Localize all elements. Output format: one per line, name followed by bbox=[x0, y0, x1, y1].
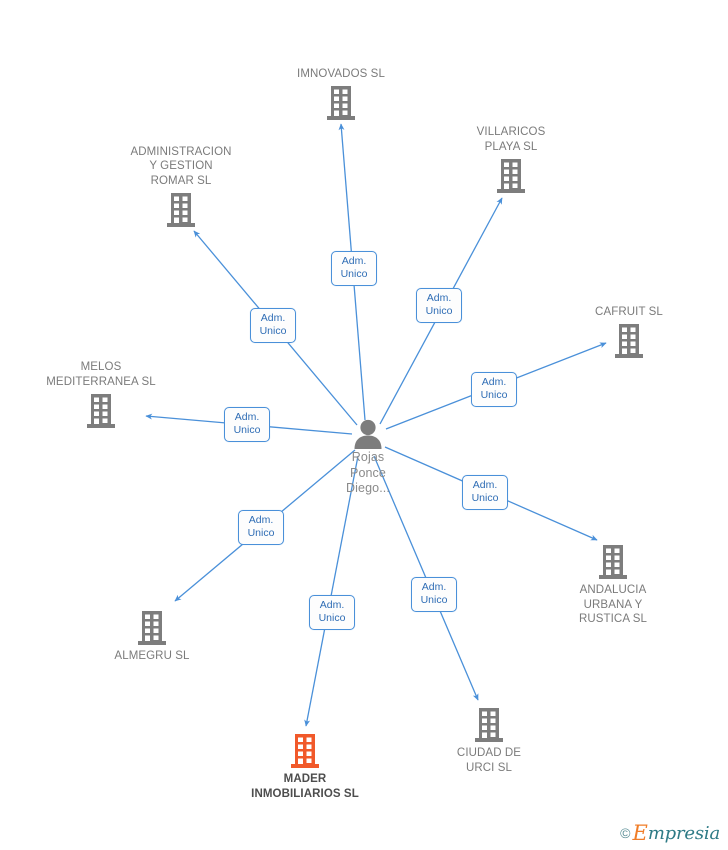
edge-label[interactable]: Adm.Unico bbox=[471, 372, 517, 407]
graph-node-cafruit-sl[interactable]: CAFRUIT SL bbox=[554, 305, 704, 360]
edge-label-line2: Unico bbox=[233, 424, 261, 436]
graph-node-villaricos-playa-sl[interactable]: VILLARICOS PLAYA SL bbox=[436, 125, 586, 194]
node-label: CAFRUIT SL bbox=[595, 305, 663, 318]
edge-label-line1: Adm. bbox=[260, 312, 286, 324]
node-label: MADER INMOBILIARIOS SL bbox=[251, 773, 359, 800]
edge-label[interactable]: Adm.Unico bbox=[411, 577, 457, 612]
edge-label[interactable]: Adm.Unico bbox=[462, 475, 508, 510]
graph-node-administracion-y-gestion-romar-sl[interactable]: ADMINISTRACION Y GESTION ROMAR SL bbox=[106, 145, 256, 229]
brand-initial: E bbox=[632, 821, 648, 845]
node-label: ADMINISTRACION Y GESTION ROMAR SL bbox=[130, 145, 232, 187]
node-label: MELOS MEDITERRANEA SL bbox=[46, 361, 156, 388]
building-icon[interactable] bbox=[77, 610, 227, 646]
edge-label-line1: Adm. bbox=[472, 479, 498, 491]
edge-label-line2: Unico bbox=[420, 594, 448, 606]
building-icon[interactable] bbox=[266, 85, 416, 121]
edge-label[interactable]: Adm.Unico bbox=[250, 308, 296, 343]
graph-node-almegru-sl[interactable]: ALMEGRU SL bbox=[77, 610, 227, 664]
edge-label[interactable]: Adm.Unico bbox=[238, 510, 284, 545]
building-icon[interactable] bbox=[414, 707, 564, 743]
edge-label-line1: Adm. bbox=[421, 581, 447, 593]
edge-line bbox=[304, 455, 359, 727]
building-icon[interactable] bbox=[436, 158, 586, 194]
edge-label-line2: Unico bbox=[471, 492, 499, 504]
edge-label-line2: Unico bbox=[480, 389, 508, 401]
building-icon[interactable] bbox=[230, 733, 380, 769]
node-label: VILLARICOS PLAYA SL bbox=[476, 126, 546, 153]
edge-label-line2: Unico bbox=[340, 268, 368, 280]
edge-label-line1: Adm. bbox=[319, 599, 345, 611]
person-icon[interactable] bbox=[293, 419, 443, 449]
graph-node-ciudad-de-urci-sl[interactable]: CIUDAD DE URCI SL bbox=[414, 707, 564, 775]
edge-label-line1: Adm. bbox=[481, 376, 507, 388]
node-label: Rojas Ponce Diego... bbox=[346, 450, 390, 495]
node-label: IMNOVADOS SL bbox=[297, 67, 385, 80]
empresia-watermark: ©Empresia bbox=[620, 823, 720, 844]
edge-label-line1: Adm. bbox=[426, 292, 452, 304]
building-icon[interactable] bbox=[538, 544, 688, 580]
building-icon[interactable] bbox=[554, 323, 704, 359]
edge-label[interactable]: Adm.Unico bbox=[416, 288, 462, 323]
copyright-symbol: © bbox=[620, 825, 631, 841]
graph-node-rojas-ponce-diego[interactable]: Rojas Ponce Diego... bbox=[293, 419, 443, 497]
edge-label[interactable]: Adm.Unico bbox=[309, 595, 355, 630]
graph-node-andalucia-urbana-y-rustica-sl[interactable]: ANDALUCIA URBANA Y RUSTICA SL bbox=[538, 544, 688, 627]
edge-label-line1: Adm. bbox=[248, 514, 274, 526]
building-icon[interactable] bbox=[26, 393, 176, 429]
edge-label-line1: Adm. bbox=[341, 255, 367, 267]
brand-name: mpresia bbox=[647, 823, 720, 844]
graph-node-mader-inmobiliarios-sl[interactable]: MADER INMOBILIARIOS SL bbox=[230, 733, 380, 801]
building-icon[interactable] bbox=[106, 192, 256, 228]
edge-label-line2: Unico bbox=[259, 325, 287, 337]
edge-label-line2: Unico bbox=[247, 527, 275, 539]
node-label: ALMEGRU SL bbox=[114, 650, 190, 662]
edge-label[interactable]: Adm.Unico bbox=[331, 251, 377, 286]
graph-node-imnovados-sl[interactable]: IMNOVADOS SL bbox=[266, 67, 416, 122]
node-label: ANDALUCIA URBANA Y RUSTICA SL bbox=[578, 584, 648, 625]
edge-label[interactable]: Adm.Unico bbox=[224, 407, 270, 442]
edge-label-line2: Unico bbox=[425, 305, 453, 317]
node-label: CIUDAD DE URCI SL bbox=[456, 747, 522, 774]
edge-label-line2: Unico bbox=[318, 612, 346, 624]
edge-label-line1: Adm. bbox=[234, 411, 260, 423]
graph-node-melos-mediterranea-sl[interactable]: MELOS MEDITERRANEA SL bbox=[26, 360, 176, 429]
